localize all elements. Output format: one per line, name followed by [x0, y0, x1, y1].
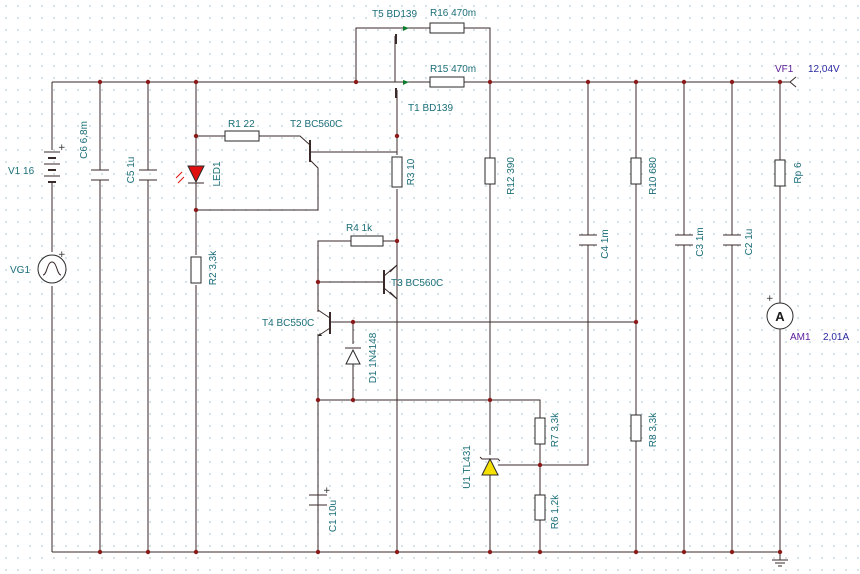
r6-label: R6 1,2k [550, 494, 561, 529]
r15-label: R15 470m [430, 64, 476, 75]
resistor-r8[interactable]: R8 3,3k [630, 412, 659, 447]
r3-label: R3 10 [406, 158, 417, 185]
resistor-r16[interactable]: R16 470m [429, 8, 476, 34]
resistor-rp[interactable]: Rp 6 [774, 159, 804, 187]
resistor-r1[interactable]: R1 22 [224, 119, 260, 142]
am1-reading: 2,01A [823, 332, 849, 343]
c3-label: C3 1m [695, 227, 706, 256]
r4-label: R4 1k [346, 223, 373, 234]
voltage-probe-vf1[interactable]: VF1 12,04V [775, 64, 840, 88]
c6-label: C6 6,8m [79, 121, 90, 159]
svg-text:+: + [766, 294, 774, 304]
r1-label: R1 22 [228, 119, 255, 130]
t2-label: T2 BC560C [290, 119, 342, 130]
transistor-t5[interactable]: T5 BD139 [372, 9, 417, 44]
t3-label: T3 BC560C [391, 278, 443, 289]
d1-label: D1 1N4148 [368, 332, 379, 383]
u1-label: U1 TL431 [462, 445, 473, 489]
transistor-t3[interactable]: T3 BC560C [372, 264, 443, 300]
capacitor-c1[interactable]: C1 10u [309, 494, 339, 532]
led-led1[interactable]: LED1 [175, 161, 223, 187]
junctions [97, 79, 783, 555]
r8-label: R8 3,3k [648, 412, 659, 447]
t1-label: T1 BD139 [408, 103, 453, 114]
resistor-r3[interactable]: R3 10 [391, 156, 417, 188]
diode-icon [345, 347, 361, 365]
resistor-r4[interactable]: R4 1k [346, 223, 384, 247]
ammeter-symbol: A [775, 309, 785, 324]
vf1-reading: 12,04V [808, 64, 840, 75]
transistor-t1[interactable]: T1 BD139 [385, 80, 453, 114]
t5-label: T5 BD139 [372, 9, 417, 20]
am1-label: AM1 [790, 332, 811, 343]
r7-label: R7 3,3k [550, 412, 561, 447]
svg-text:+: + [58, 143, 66, 153]
voltage-probe-icon [789, 76, 797, 88]
signal-generator-icon [37, 254, 67, 284]
c2-label: C2 1u [744, 229, 755, 256]
resistor-r6[interactable]: R6 1,2k [534, 494, 561, 529]
c1-label: C1 10u [328, 500, 339, 532]
r2-label: R2 3,3k [208, 250, 219, 285]
ground-icon [772, 559, 788, 567]
c4-label: C4 1m [600, 229, 611, 258]
r16-label: R16 470m [430, 8, 476, 19]
capacitor-c3[interactable]: C3 1m [675, 227, 706, 257]
r12-label: R12 390 [506, 157, 517, 195]
resistor-r15[interactable]: R15 470m [429, 64, 476, 88]
transistor-t4[interactable]: T4 BC550C [262, 309, 331, 337]
rp-label: Rp 6 [793, 162, 804, 184]
c5-label: C5 1u [126, 157, 137, 184]
resistor-r10[interactable]: R10 680 [630, 157, 659, 195]
resistor-r7[interactable]: R7 3,3k [534, 412, 561, 447]
led1-label: LED1 [212, 161, 223, 186]
capacitor-c6[interactable]: C6 6,8m [79, 121, 109, 181]
resistor-r2[interactable]: R2 3,3k [190, 250, 219, 285]
capacitor-c4[interactable]: C4 1m [579, 229, 611, 259]
transistor-t2[interactable]: T2 BC560C [290, 119, 342, 162]
polarity-marks: + + + + [58, 143, 774, 496]
capacitor-c2[interactable]: C2 1u [723, 229, 755, 256]
ammeter-icon: A [766, 302, 794, 330]
signal-generator-vg1[interactable]: VG1 [10, 254, 67, 284]
vg1-label: VG1 [10, 265, 30, 276]
resistor-r12[interactable]: R12 390 [484, 157, 517, 195]
battery-icon [44, 151, 60, 190]
v1-label: V1 16 [8, 166, 35, 177]
svg-text:+: + [58, 250, 66, 260]
diode-d1[interactable]: D1 1N4148 [345, 332, 379, 383]
t4-label: T4 BC550C [262, 318, 314, 329]
ammeter-am1[interactable]: A AM1 2,01A [766, 302, 849, 343]
led-icon [175, 165, 205, 184]
vf1-label: VF1 [775, 64, 794, 75]
battery-v1[interactable]: V1 16 [8, 151, 60, 190]
voltage-reference-u1[interactable]: U1 TL431 [462, 445, 501, 489]
r10-label: R10 680 [648, 157, 659, 195]
zener-reference-icon [479, 456, 501, 476]
capacitor-c5[interactable]: C5 1u [126, 157, 157, 184]
svg-text:+: + [323, 486, 331, 496]
wires [51, 27, 790, 560]
